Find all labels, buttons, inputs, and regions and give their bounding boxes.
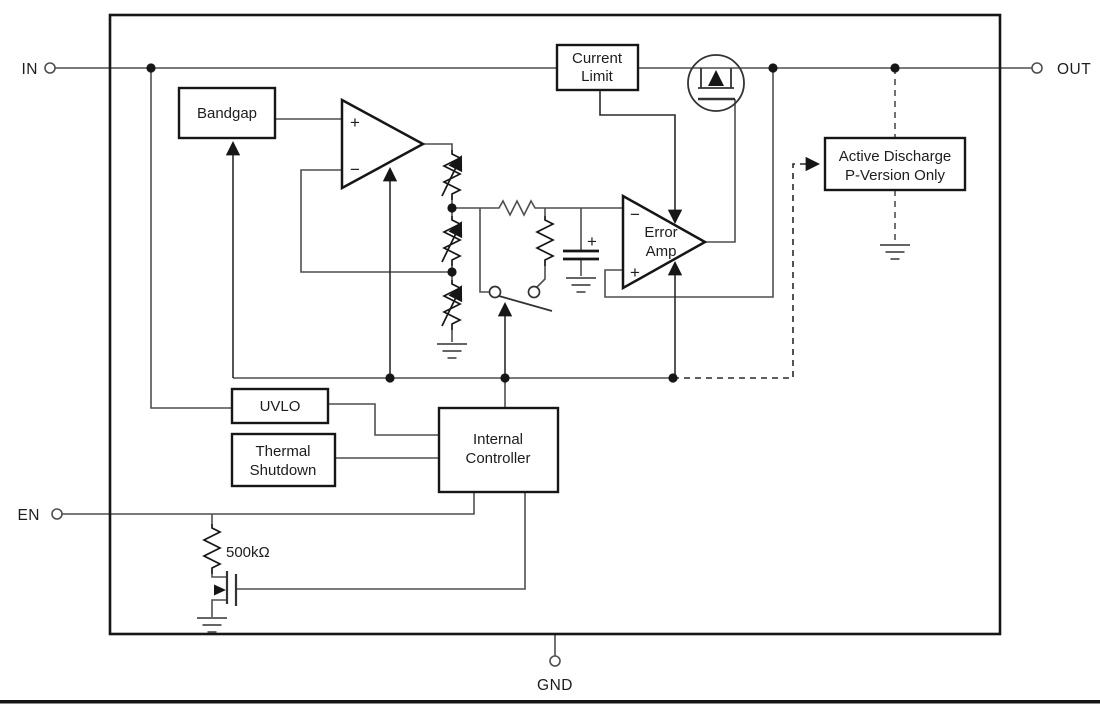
junction-dot [668,373,678,383]
uvlo-label: UVLO [260,398,301,415]
bandgap-block [177,86,277,140]
internal-controller-label-line2: Controller [465,450,530,467]
bandgap-label: Bandgap [197,105,257,122]
opamp-plus-sign: + [350,113,360,132]
nmos-body-arrow [214,584,226,596]
out-pin-label: OUT [1057,61,1091,78]
pass-transistor-circle [687,54,745,112]
capacitor-icon [563,249,599,261]
active-discharge-block [823,136,967,192]
thermal-shutdown-label-line2: Shutdown [250,462,317,479]
pullup-resistor-icon [203,523,221,575]
gnd-pin-label: GND [537,677,573,694]
current-limit-label-line2: Limit [581,68,614,85]
discharge-control-dashed-arrow [673,156,821,379]
junction-dot [768,63,778,73]
internal-controller-block [437,406,560,494]
nmos-ground-icon [196,617,228,633]
nmos-source-wire [211,599,227,617]
erroramp-output-to-gate-wire [705,99,736,243]
thermal-shutdown-block [230,432,337,488]
variable-resistor-icon-bottom [442,280,461,330]
junction-dot [447,267,457,277]
opamp-feedback-wire [300,169,452,273]
current-limit-to-erroramp-arrow [599,90,683,225]
thermal-shutdown-label-line1: Thermal [255,443,310,460]
capacitor-ground-icon [565,277,597,293]
gnd-pin-circle [549,655,561,667]
discharge-ground-icon [879,244,911,260]
active-discharge-label-line1: Active Discharge [839,148,952,165]
junction-dot [146,63,156,73]
chip-boundary [108,13,1002,636]
junction-dot [890,63,900,73]
junction-dot [500,373,510,383]
active-discharge-label-line2: P-Version Only [845,167,946,184]
blocks [177,43,967,494]
out-pin-circle [1031,62,1043,74]
en-rail-wire [62,492,475,515]
erroramp-minus-sign: − [630,205,640,224]
junction-dot [447,203,457,213]
current-limit-label-line1: Current [572,50,623,67]
opamp-triangle [340,97,426,191]
pins: IN OUT EN GND [17,61,1091,694]
en-pin-circle [51,508,63,520]
nmos-transistor-icon [214,571,238,606]
junction-dots [146,63,900,383]
amplifiers [340,97,708,291]
variable-resistor-icon-top [442,150,461,200]
erroramp-plus-feedback-wire [604,68,774,298]
junction-dot [385,373,395,383]
pullup-resistor-value: 500kΩ [226,544,270,561]
signs: + − − + + 500kΩ [226,113,640,561]
wires [55,67,1032,656]
opamp-output-wire [423,143,453,150]
control-arrows [225,90,821,379]
en-pin-label: EN [17,507,40,524]
pass-fet-body-diode-arrow [708,70,724,86]
pullup-to-fet-wire [211,574,227,578]
switch-left-contact [488,285,502,299]
error-amp-label-line2: Amp [646,243,677,260]
error-amp-label-line1: Error [644,224,677,241]
series-resistor-icon [497,199,537,217]
switch-right-contact [527,285,541,299]
divider-ground-icon [436,343,468,359]
uvlo-block [230,387,330,425]
pass-transistor-icon [687,54,745,112]
switch-icon [488,285,553,312]
page-footer-rule [0,700,1100,704]
in-pin-label: IN [22,61,39,78]
filter-resistor-elbow-wire [536,266,546,288]
capacitor-polarity-sign: + [587,232,597,251]
filter-resistor-icon [536,215,554,267]
in-to-uvlo-wire [150,68,232,409]
current-limit-block [555,43,640,92]
block-labels: Bandgap Current Limit UVLO Thermal Shutd… [197,50,951,479]
switch-left-branch-wire [479,208,489,293]
uvlo-to-controller-wire [328,403,439,436]
controller-to-gate-wire [237,492,526,590]
switch-lever [498,295,553,312]
internal-controller-label-line1: Internal [473,431,523,448]
error-amp-triangle [621,193,708,291]
in-pin-circle [44,62,56,74]
opamp-minus-sign: − [350,160,360,179]
variable-resistor-icon-mid [442,216,461,266]
resistors [203,150,554,575]
erroramp-plus-sign: + [630,263,640,282]
